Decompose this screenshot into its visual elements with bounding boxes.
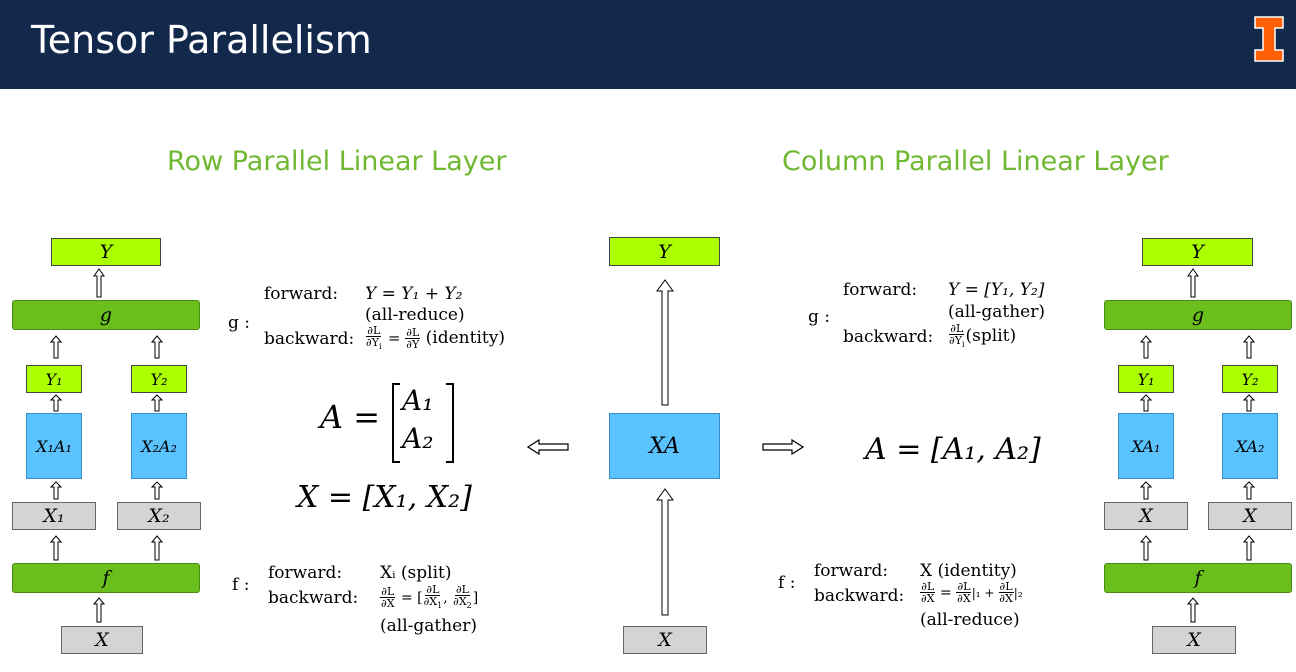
- row-x2a2-box: X₂A₂: [131, 413, 187, 479]
- col-g-label: g :: [808, 307, 831, 327]
- row-a2-entry: A₂: [402, 422, 434, 455]
- up-arrow-icon: [151, 535, 163, 561]
- col-xa2-box: XA₂: [1222, 413, 1278, 479]
- col-g-forward-eq: Y = [Y₁, Y₂]: [948, 280, 1045, 300]
- row-g-forward-eq: Y = Y₁ + Y₂: [365, 284, 463, 304]
- col-output-y-box: Y: [1142, 238, 1253, 266]
- row-x-eq: X = [X₁, X₂]: [297, 480, 472, 515]
- up-arrow-icon: [93, 597, 105, 623]
- row-g-forward-note: (all-reduce): [365, 305, 465, 325]
- col-a-eq: A = [A₁, A₂]: [865, 432, 1041, 467]
- row-a-lhs: A =: [320, 398, 381, 436]
- col-f-label: f :: [778, 573, 796, 593]
- up-arrow-icon: [1243, 535, 1255, 561]
- col-g-backward-label: backward:: [843, 327, 934, 347]
- up-arrow-icon: [50, 535, 62, 561]
- col-input-x-box: X: [1152, 626, 1236, 654]
- up-arrow-icon: [1243, 481, 1255, 500]
- up-arrow-icon: [1140, 335, 1152, 359]
- row-f-backward-label: backward:: [268, 588, 359, 608]
- row-x2-box: X₂: [117, 502, 201, 530]
- col-g-box: g: [1104, 300, 1292, 330]
- header-bar: Tensor Parallelism: [0, 0, 1296, 89]
- up-arrow-icon: [151, 481, 163, 500]
- up-arrow-icon: [151, 394, 163, 412]
- row-f-label: f :: [232, 575, 250, 595]
- up-arrow-icon: [1243, 335, 1255, 359]
- row-parallel-title: Row Parallel Linear Layer: [167, 146, 507, 177]
- row-f-forward-eq: Xᵢ (split): [380, 563, 452, 583]
- col-f-box: f: [1104, 563, 1292, 593]
- center-output-y-box: Y: [609, 237, 720, 266]
- up-arrow-icon: [151, 335, 163, 359]
- col-f-forward-label: forward:: [814, 561, 889, 581]
- row-g-label: g :: [228, 313, 251, 333]
- row-f-backward-eq: ∂L∂X = [∂L∂X1, ∂L∂X2]: [380, 583, 479, 611]
- matrix-brackets: [392, 383, 454, 463]
- row-g-backward-label: backward:: [264, 329, 355, 349]
- left-arrow-icon: [527, 438, 569, 456]
- center-xa-box: XA: [609, 413, 720, 479]
- col-f-backward-note: (all-reduce): [920, 610, 1020, 630]
- col-g-forward-note: (all-gather): [948, 302, 1046, 322]
- illinois-logo-icon: [1254, 16, 1284, 62]
- row-g-forward-label: forward:: [264, 284, 339, 304]
- up-arrow-icon: [93, 268, 105, 298]
- row-g-backward-eq: ∂L∂Yi = ∂L∂Y (identity): [366, 324, 505, 352]
- col-g-backward-eq: ∂L∂Yi(split): [949, 322, 1017, 350]
- col-xa1-box: XA₁: [1118, 413, 1174, 479]
- row-f-backward-note: (all-gather): [380, 616, 478, 636]
- col-x2-box: X: [1208, 502, 1292, 530]
- col-g-forward-label: forward:: [843, 280, 918, 300]
- col-f-backward-label: backward:: [814, 586, 905, 606]
- column-parallel-title: Column Parallel Linear Layer: [782, 146, 1169, 177]
- col-f-backward-eq: ∂L∂X = ∂L∂X|₁ + ∂L∂X|₂: [920, 580, 1023, 605]
- up-arrow-icon: [50, 394, 62, 412]
- row-f-forward-label: forward:: [268, 563, 343, 583]
- slide-title: Tensor Parallelism: [31, 18, 372, 62]
- up-arrow-icon: [656, 279, 674, 406]
- up-arrow-icon: [50, 335, 62, 359]
- row-input-x-box: X: [61, 626, 143, 654]
- col-y2-box: Y₂: [1222, 365, 1278, 393]
- up-arrow-icon: [1140, 535, 1152, 561]
- row-output-y-box: Y: [51, 238, 161, 266]
- row-g-box: g: [12, 300, 200, 330]
- col-y1-box: Y₁: [1118, 365, 1174, 393]
- col-x1-box: X: [1104, 502, 1188, 530]
- center-input-x-box: X: [623, 626, 707, 654]
- right-arrow-icon: [762, 438, 804, 456]
- col-f-forward-eq: X (identity): [920, 561, 1017, 581]
- up-arrow-icon: [656, 488, 674, 616]
- row-x1a1-box: X₁A₁: [26, 413, 82, 479]
- up-arrow-icon: [1187, 597, 1199, 623]
- up-arrow-icon: [1187, 268, 1199, 298]
- up-arrow-icon: [1243, 394, 1255, 412]
- row-a1-entry: A₁: [402, 384, 434, 417]
- row-y1-box: Y₁: [26, 365, 82, 393]
- row-x1-box: X₁: [12, 502, 96, 530]
- up-arrow-icon: [1140, 394, 1152, 412]
- up-arrow-icon: [1140, 481, 1152, 500]
- up-arrow-icon: [50, 481, 62, 500]
- row-f-box: f: [12, 563, 200, 593]
- row-y2-box: Y₂: [131, 365, 187, 393]
